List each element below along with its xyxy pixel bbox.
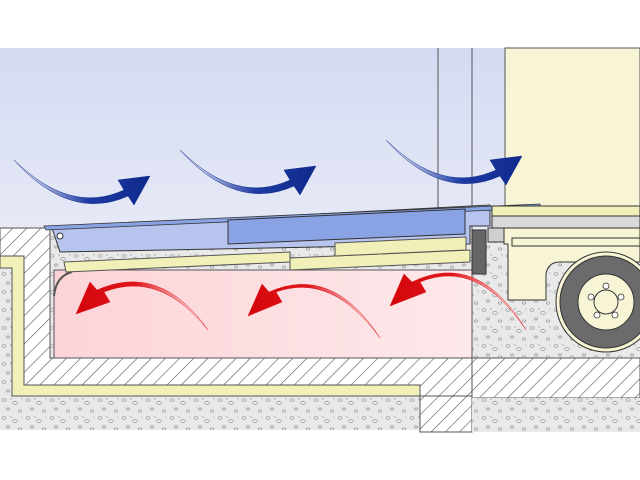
dock-bumper: [471, 229, 487, 275]
curved-arrow-right-icon: [385, 139, 523, 186]
insulation-strip: [0, 255, 421, 397]
curved-arrow-left-icon: [247, 283, 381, 339]
hinge-pin: [56, 232, 64, 240]
pit-back-wall: [419, 395, 473, 433]
ground-below-truck: [472, 398, 640, 432]
curved-arrow-right-icon: [13, 159, 151, 206]
curved-arrow-left-icon: [75, 281, 209, 331]
leveler-lip-plate: [227, 208, 466, 245]
truck-frame-rail: [511, 237, 640, 247]
truck-bed: [491, 205, 640, 217]
truck-rear-frame: [491, 215, 640, 229]
curved-arrow-right-icon: [179, 149, 317, 196]
leveler-insulation-pad: [334, 236, 467, 257]
truck-trailer-body: [504, 47, 640, 207]
truck-bumper: [487, 227, 505, 243]
pit-wall-right: [471, 357, 640, 399]
wheel-icon: [555, 251, 640, 353]
pit-seal-curve: [53, 271, 73, 297]
interior-air-zone: [0, 48, 505, 230]
curved-arrow-left-icon: [389, 272, 527, 331]
